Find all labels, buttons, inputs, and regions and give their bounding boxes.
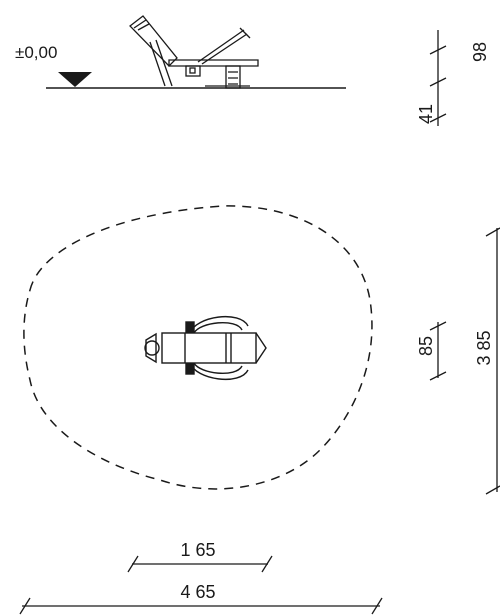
dimension-depth-safety-zone: 3 85: [474, 227, 500, 495]
dimension-label-depth-equipment: 85: [416, 336, 436, 356]
safety-zone-outline: [23, 205, 373, 490]
dimension-height-platform: 41: [416, 84, 447, 126]
spring-rider-side-icon: [129, 15, 259, 89]
dimension-label-width-safety-zone: 4 65: [180, 582, 215, 602]
dimension-label-height-platform: 41: [416, 104, 436, 124]
dimension-label-height-total: 98: [470, 42, 490, 62]
plan-view: 85 3 85 1 65 4 65: [19, 205, 500, 615]
side-elevation: ±0,00: [15, 15, 490, 126]
dimension-label-width-equipment: 1 65: [180, 540, 215, 560]
level-label: ±0,00: [15, 43, 57, 62]
dimension-height-total: 98: [429, 30, 490, 87]
dimension-depth-equipment: 85: [416, 321, 447, 381]
dimension-label-depth-safety-zone: 3 85: [474, 330, 494, 365]
level-marker-icon: [58, 72, 92, 87]
dimension-width-equipment: 1 65: [127, 540, 273, 573]
dimension-width-safety-zone: 4 65: [19, 582, 383, 615]
spring-rider-top-icon: [144, 316, 267, 380]
